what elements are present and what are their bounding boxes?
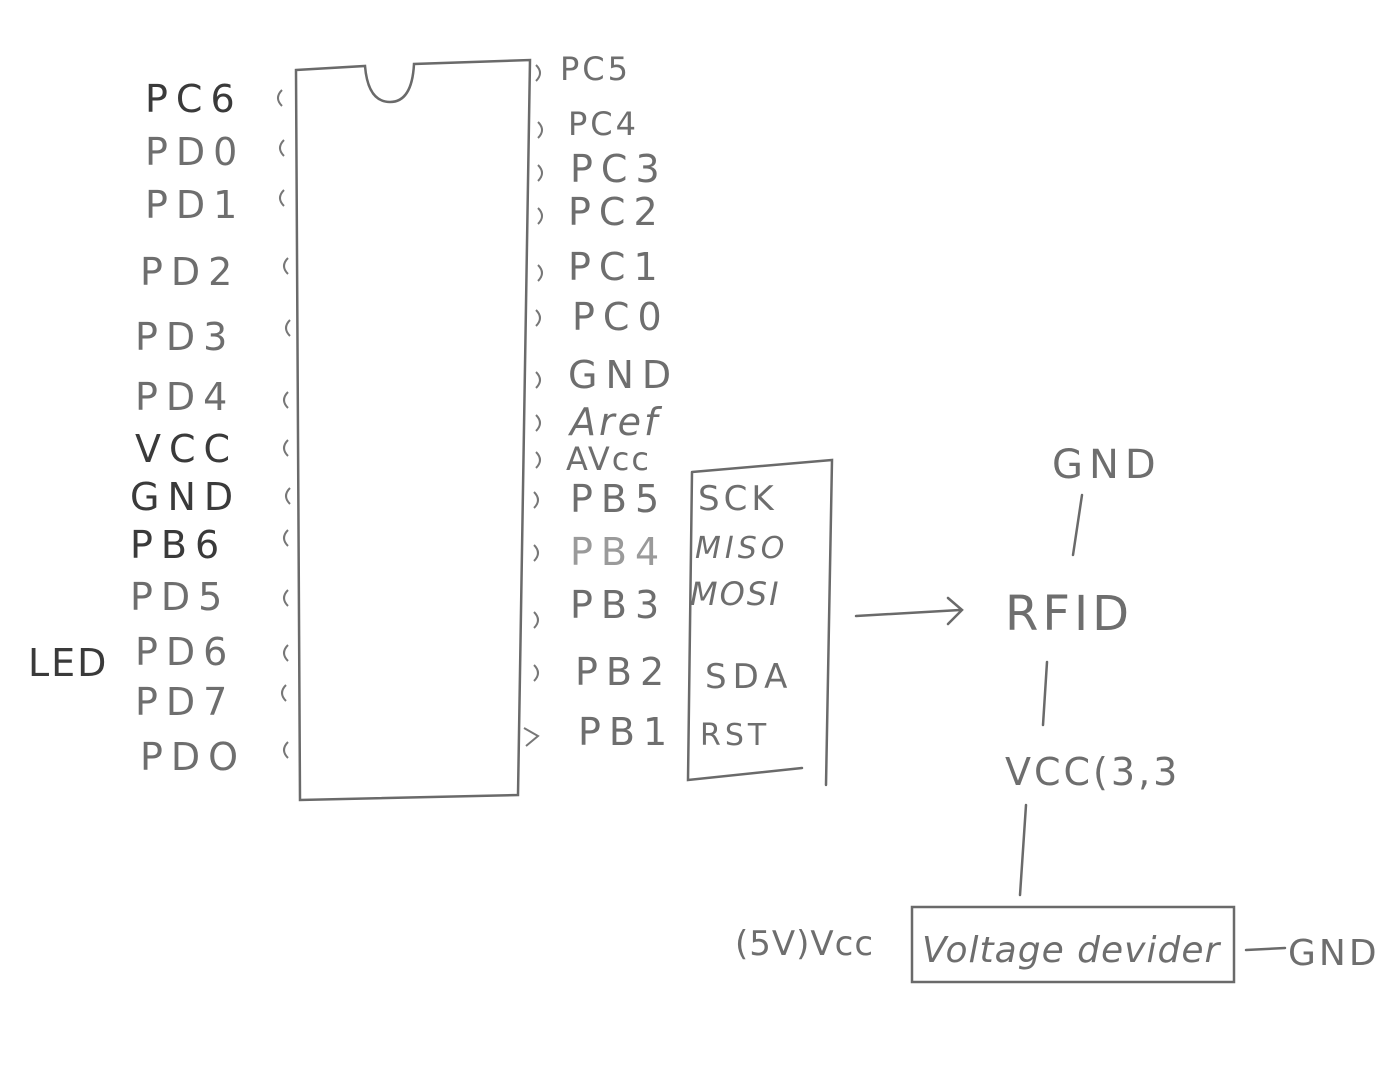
spi-label: MOSI (690, 575, 781, 613)
voltage-divider-label: Voltage devider (922, 930, 1221, 971)
spi-label: SCK (698, 479, 778, 519)
right-pin: PB2 (575, 650, 672, 694)
right-pin: AVcc (566, 440, 651, 478)
spi-box (686, 458, 834, 787)
left-pin: GND (130, 475, 241, 519)
right-pin: Aref (567, 400, 663, 444)
left-pin: VCC (135, 427, 238, 471)
left-pin: PDO (140, 735, 246, 779)
left-pin: PD2 (140, 250, 240, 294)
rfid-vcc-label: VCC(3,3 (1005, 750, 1180, 794)
left-pin: PD3 (135, 315, 235, 359)
right-pin: PC4 (568, 105, 639, 143)
left-pin: PC6 (145, 77, 243, 121)
spi-labels: SCK MISO MOSI SDA RST (690, 479, 793, 753)
divider-gnd-wire (1244, 946, 1287, 952)
right-pin: PB5 (570, 477, 667, 521)
right-pin: PB3 (570, 583, 667, 627)
gnd-wire (1071, 493, 1084, 557)
right-pin: GND (568, 353, 679, 397)
left-pin: PD6 (135, 630, 235, 674)
right-pin-stubs (523, 64, 543, 747)
left-pin: PD7 (135, 680, 235, 724)
rfid-gnd-label: GND (1052, 442, 1162, 488)
left-pin: PD4 (135, 375, 235, 419)
right-pin: PC5 (560, 50, 631, 88)
right-pin: PC2 (568, 190, 666, 234)
spi-label: MISO (695, 531, 788, 566)
divider-gnd-label: GND (1288, 933, 1380, 974)
right-pin-labels: PC5 PC4 PC3 PC2 PC1 PC0 GND Aref AVcc PB… (560, 50, 679, 754)
vcc5-label: (5V)Vcc (735, 924, 874, 964)
right-pin: PB4 (570, 530, 667, 574)
left-pin: PB6 (130, 523, 227, 567)
arrow-to-rfid (854, 596, 964, 626)
left-pin: PD1 (145, 183, 245, 227)
vcc-wire (1041, 660, 1049, 727)
microcontroller-chip (294, 58, 532, 802)
left-pin: PD0 (145, 130, 245, 174)
left-pin: PD5 (130, 575, 230, 619)
led-label: LED (28, 641, 108, 685)
right-pin: PC3 (570, 147, 668, 191)
spi-label: SDA (705, 657, 793, 697)
rfid-label: RFID (1005, 586, 1133, 642)
right-pin: PC1 (568, 245, 666, 289)
left-pin-stubs (277, 89, 291, 759)
spi-label: RST (700, 718, 770, 753)
right-pin: PC0 (572, 295, 670, 339)
right-pin: PB1 (578, 710, 675, 754)
divider-wire (1018, 803, 1028, 897)
left-pin-labels: PC6 PD0 PD1 PD2 PD3 PD4 VCC GND PB6 PD5 … (28, 77, 246, 779)
voltage-divider-box (910, 905, 1236, 984)
